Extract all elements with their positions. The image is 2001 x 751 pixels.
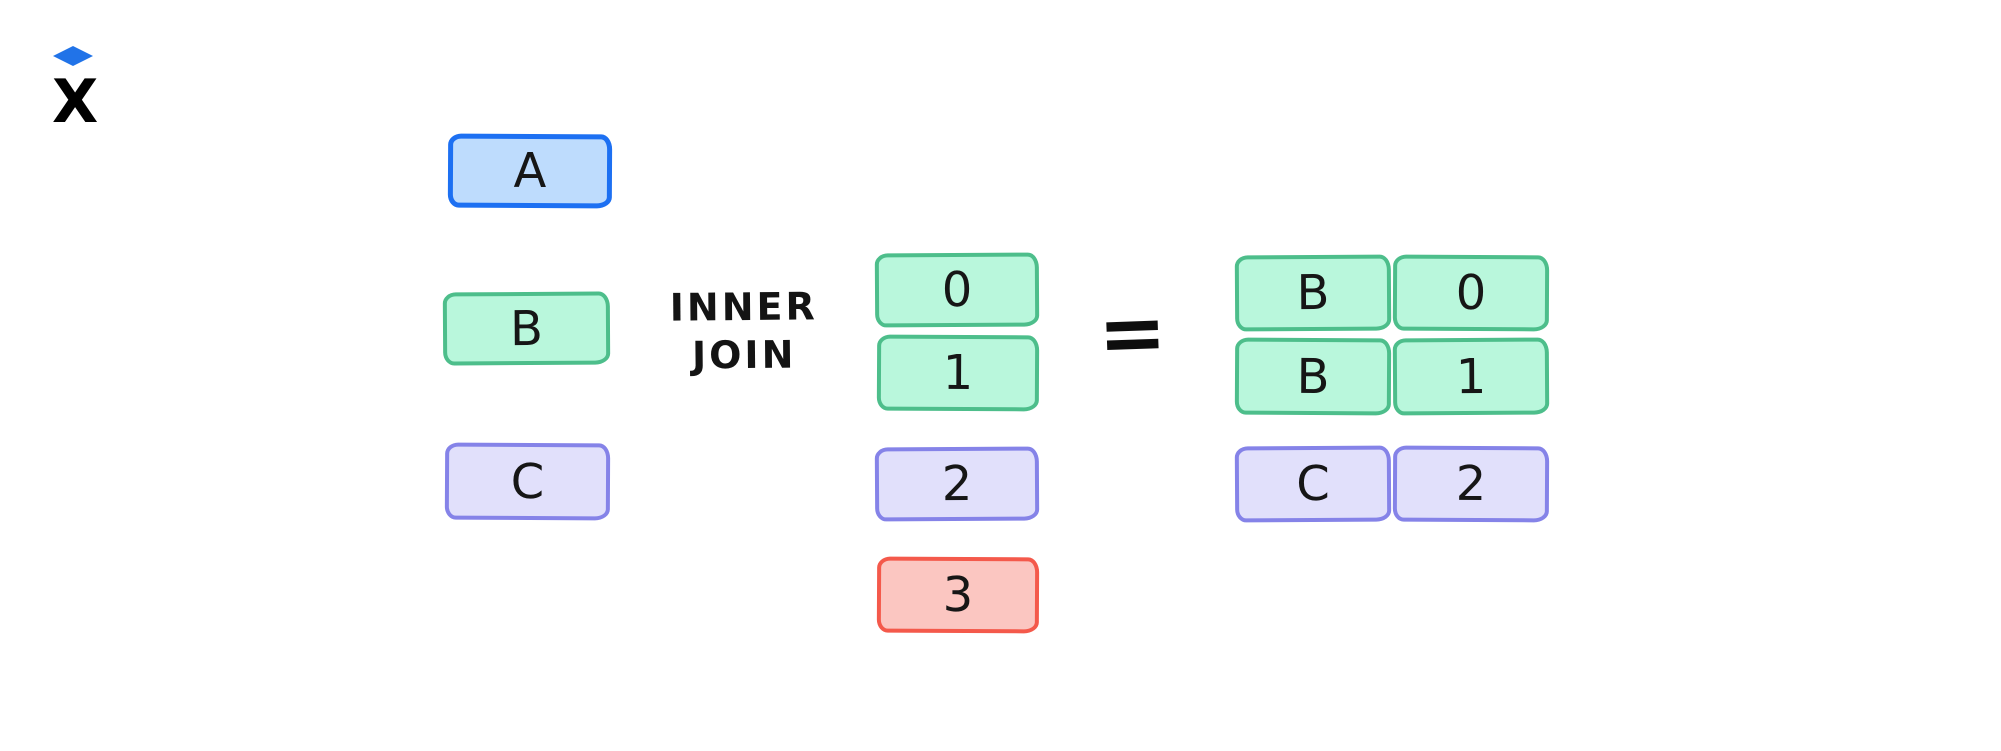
result-row2-left-cell: B	[1234, 337, 1392, 416]
result-row2-left-label: B	[1296, 348, 1330, 405]
result-row1-left-label: B	[1296, 264, 1330, 322]
key-box-2: 2	[874, 446, 1040, 522]
diamond-icon	[53, 46, 93, 70]
left-column-box-c: C	[444, 442, 611, 521]
brand-logo: X	[52, 46, 98, 137]
result-row1-right-cell: 0	[1392, 254, 1550, 332]
result-row1-right-label: 0	[1455, 264, 1487, 322]
result-row3-right-label: 2	[1455, 455, 1487, 513]
result-row3-right-cell: 2	[1392, 445, 1550, 523]
left-column-box-b-label: B	[509, 300, 544, 357]
left-column-box-a-label: A	[513, 142, 547, 200]
left-column-box-a: A	[447, 133, 613, 209]
result-row3-left-label: C	[1296, 455, 1330, 513]
key-box-3: 3	[876, 556, 1040, 634]
equals-sign: =	[1096, 284, 1169, 383]
left-column-box-c-label: C	[510, 453, 545, 510]
logo-letter: X	[52, 67, 98, 137]
operator-label-line1: INNER	[669, 284, 818, 330]
key-box-0: 0	[874, 252, 1040, 328]
left-column-box-b: B	[442, 291, 611, 366]
operator-label-line2: JOIN	[691, 332, 797, 378]
key-box-2-label: 2	[941, 455, 973, 513]
key-box-3-label: 3	[942, 566, 974, 624]
result-row1-left-cell: B	[1234, 254, 1392, 332]
result-row3-left-cell: C	[1234, 445, 1392, 523]
result-row2-right-cell: 1	[1392, 337, 1550, 416]
result-row2-right-label: 1	[1455, 348, 1487, 405]
operator-label: INNER JOIN	[634, 282, 855, 380]
key-box-0-label: 0	[941, 261, 973, 319]
key-box-1: 1	[876, 334, 1040, 412]
key-box-1-label: 1	[942, 344, 974, 402]
